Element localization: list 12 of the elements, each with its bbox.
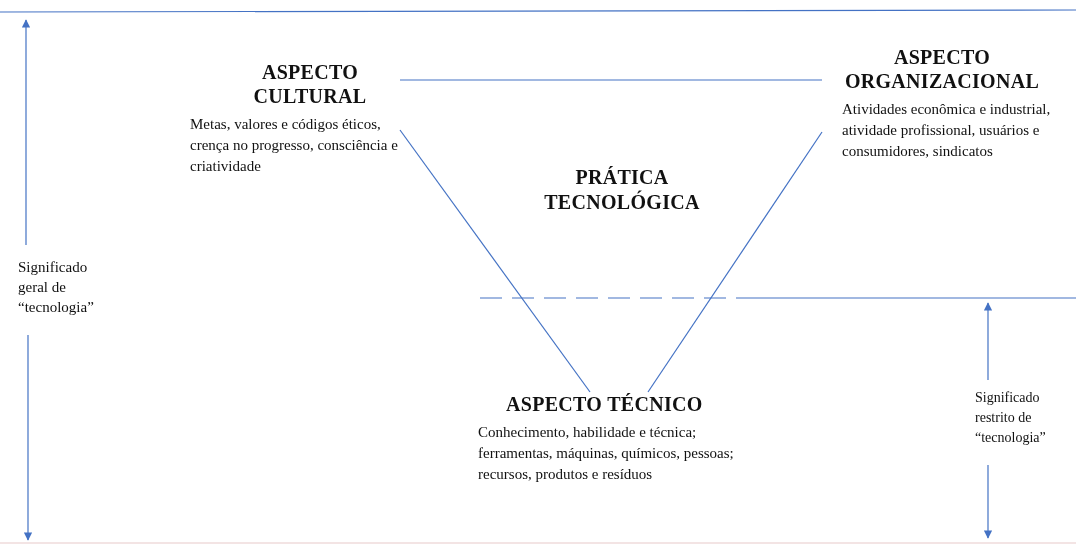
aspect-description: Conhecimento, habilidade e técnica; ferramentas, máquinas, químicos, pessoas; recursos, produtos e resíduos	[478, 423, 735, 484]
dimension-label: Significado geral de “tecnologia”	[18, 258, 95, 317]
center-title: PRÁTICA TECNOLÓGICA	[543, 165, 701, 215]
aspect-description: Metas, valores e códigos éticos, crença no progresso, consciência e criatividade	[190, 115, 399, 176]
connector-line	[647, 131, 823, 393]
connector-line	[399, 129, 591, 393]
aspect-heading: ASPECTO CULTURAL	[252, 60, 368, 108]
aspect-heading: ASPECTO ORGANIZACIONAL	[843, 45, 1041, 93]
dimension-label: Significado restrito de “tecnologia”	[975, 389, 1047, 447]
connector-line	[399, 79, 823, 81]
aspect-heading: ASPECTO TÉCNICO	[505, 392, 704, 416]
aspect-description: Atividades econômica e industrial, atividade profissional, usuários e consumidores, sindicatos	[841, 100, 1052, 161]
